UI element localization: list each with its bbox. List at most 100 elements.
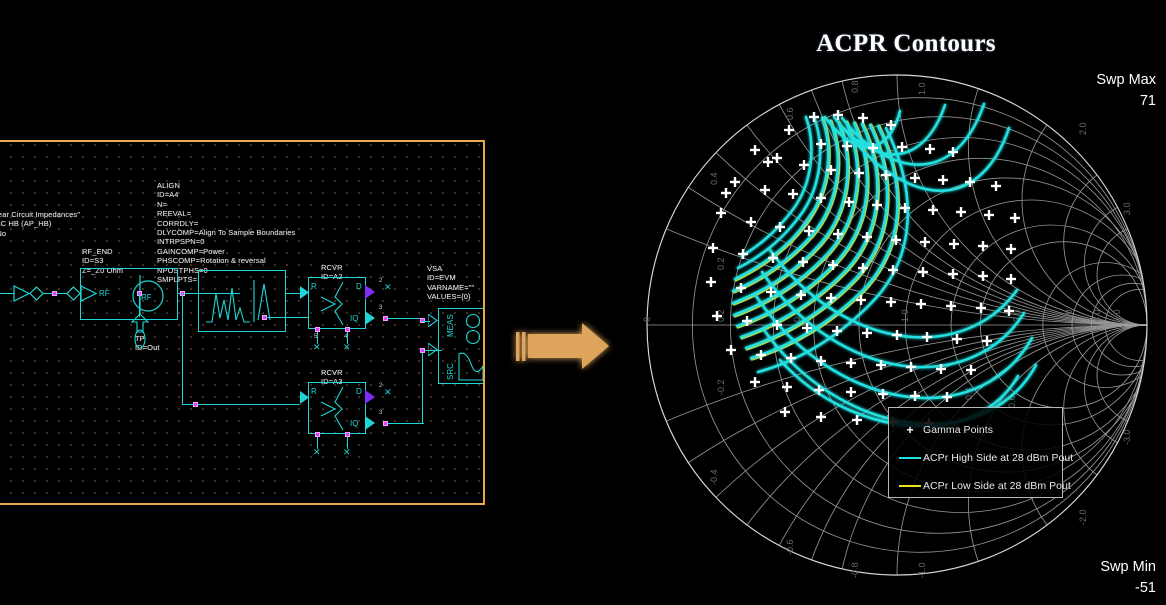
vsa-meas-label: MEAS bbox=[446, 314, 455, 337]
rcvr-a2-iq-triangle bbox=[365, 311, 375, 325]
sweep-min-readout: Swp Min -51 bbox=[1100, 557, 1156, 599]
rcvr-a2-block[interactable] bbox=[308, 277, 366, 329]
rf-source-symbol: RF bbox=[132, 275, 164, 315]
rcvr-a3-port-iq: IQ bbox=[350, 419, 359, 428]
svg-text:5.0: 5.0 bbox=[1112, 309, 1122, 322]
node-marker-9[interactable] bbox=[383, 420, 388, 426]
wire-filter-amp bbox=[0, 293, 14, 295]
sweep-max-value: 71 bbox=[1139, 93, 1156, 109]
smith-outer-circle bbox=[646, 74, 1148, 576]
svg-text:2.0: 2.0 bbox=[1012, 309, 1022, 322]
node-marker-1[interactable] bbox=[52, 290, 57, 296]
svg-text:0.4: 0.4 bbox=[964, 387, 974, 400]
wire-a3-gnd2 bbox=[347, 437, 349, 449]
vsa-src-icon bbox=[458, 352, 483, 381]
wire-diamond-node bbox=[43, 293, 53, 295]
wire-align-lower bbox=[266, 317, 308, 319]
node-marker-11[interactable] bbox=[315, 432, 320, 437]
wire-a3-vsa-src bbox=[422, 350, 442, 352]
gamma-points-markers bbox=[706, 110, 1020, 428]
flow-arrow-icon bbox=[516, 323, 609, 369]
svg-text:0: 0 bbox=[642, 317, 652, 322]
wire-a2-gnd1 bbox=[317, 332, 319, 344]
node-marker-10[interactable] bbox=[420, 347, 425, 353]
port-number-5a: 5 bbox=[314, 334, 318, 340]
wire-a3-up-to-vsa bbox=[422, 350, 424, 423]
wire-tp-drop bbox=[139, 293, 141, 317]
node-marker-5[interactable] bbox=[383, 315, 388, 321]
tp-probe-icon[interactable] bbox=[128, 312, 152, 350]
contour-series-high-side bbox=[731, 102, 1038, 428]
svg-text:-0.8: -0.8 bbox=[850, 562, 860, 578]
legend-row-acpr-high: ACPr High Side at 28 dBm Pout bbox=[897, 444, 1073, 472]
vsa-src-label: SRC bbox=[446, 363, 455, 380]
port-open-x-2b: ✕ bbox=[384, 387, 392, 397]
rcvr-a3-port-d: D bbox=[356, 387, 362, 396]
wire-a3-gnd1 bbox=[317, 437, 319, 449]
rf-end-block[interactable] bbox=[80, 268, 178, 320]
vsa-block[interactable] bbox=[438, 308, 483, 384]
wire-align-out bbox=[286, 293, 306, 295]
port-open-x-a2-g2: ✕ bbox=[343, 342, 351, 352]
port-number-3a: 3 bbox=[379, 305, 383, 311]
sweep-max-readout: Swp Max 71 bbox=[1096, 70, 1156, 112]
rcvr-a2-symbol bbox=[320, 281, 344, 326]
rcvr-a3-port-r: R bbox=[311, 387, 317, 396]
line-swatch-icon-high bbox=[897, 457, 923, 459]
page-title: ACPR Contours bbox=[816, 30, 996, 57]
vsa-meas-icon bbox=[465, 313, 481, 345]
smith-chart-graph[interactable]: 0 1.0 2.0 3.0 4.0 5.0 0.5 0.2 0.2 0.4 0.… bbox=[620, 0, 1166, 605]
wire-a2-gnd2 bbox=[347, 332, 349, 344]
rcvr-a2-in-triangle bbox=[300, 286, 309, 299]
svg-text:0.8: 0.8 bbox=[850, 80, 860, 93]
legend-label-acpr-low: ACPr Low Side at 28 dBm Pout bbox=[923, 480, 1071, 492]
node-marker-8[interactable] bbox=[193, 401, 198, 407]
annotation-aplac: Measure Nonlinear Circuit Impedances"Sim… bbox=[0, 210, 81, 238]
svg-text:0.5: 0.5 bbox=[792, 309, 802, 322]
acpr-contours-chart-panel: ACPR Contours Swp Max 71 Swp Min -51 bbox=[620, 0, 1166, 605]
svg-text:-0.6: -0.6 bbox=[785, 539, 795, 555]
sweep-max-label: Swp Max bbox=[1096, 72, 1156, 88]
diamond-connector-2 bbox=[66, 286, 81, 301]
rcvr-a3-block[interactable] bbox=[308, 382, 366, 434]
svg-text:3.0: 3.0 bbox=[1122, 202, 1132, 215]
wire-to-a3 bbox=[182, 293, 184, 405]
svg-text:1.0: 1.0 bbox=[917, 82, 927, 95]
port-number-2b: 2 bbox=[379, 383, 383, 389]
align-waveform-icon bbox=[206, 280, 271, 323]
wire-node-amp2 bbox=[57, 293, 67, 295]
rcvr-a2-port-r: R bbox=[311, 282, 317, 291]
legend-label-acpr-high: ACPr High Side at 28 dBm Pout bbox=[923, 452, 1074, 464]
rf-end-label: RF bbox=[99, 289, 110, 298]
svg-text:0.6: 0.6 bbox=[1007, 395, 1017, 408]
circuit-schematic-panel[interactable]: Measure Nonlinear Circuit Impedances"Sim… bbox=[0, 140, 485, 505]
chart-legend[interactable]: + Gamma Points ACPr High Side at 28 dBm … bbox=[888, 407, 1073, 498]
port-open-x-a3-g1: ✕ bbox=[313, 447, 321, 457]
wire-vsa-meas bbox=[422, 320, 430, 322]
diamond-connector-1 bbox=[29, 286, 44, 301]
align-block[interactable] bbox=[198, 270, 286, 332]
sweep-min-value: -51 bbox=[1135, 580, 1156, 596]
node-marker-6[interactable] bbox=[315, 327, 320, 332]
port-open-x-a2-g1: ✕ bbox=[313, 342, 321, 352]
svg-text:4.0: 4.0 bbox=[1092, 309, 1102, 322]
rcvr-a3-symbol bbox=[320, 386, 344, 431]
node-marker-7[interactable] bbox=[345, 327, 350, 332]
rcvr-a2-port-iq: IQ bbox=[350, 314, 359, 323]
svg-text:-0.2: -0.2 bbox=[716, 379, 726, 395]
node-marker-12[interactable] bbox=[345, 432, 350, 437]
svg-text:3.0: 3.0 bbox=[1064, 309, 1074, 322]
svg-text:-1.0: -1.0 bbox=[917, 562, 927, 578]
wire-rcvr-a3-iq bbox=[388, 423, 424, 425]
svg-text:2.0: 2.0 bbox=[1078, 122, 1088, 135]
legend-row-gamma-points: + Gamma Points bbox=[897, 416, 1062, 444]
port-number-2a: 2 bbox=[379, 278, 383, 284]
rcvr-a3-iq-triangle bbox=[365, 416, 375, 430]
svg-text:-3.0: -3.0 bbox=[1122, 429, 1132, 445]
